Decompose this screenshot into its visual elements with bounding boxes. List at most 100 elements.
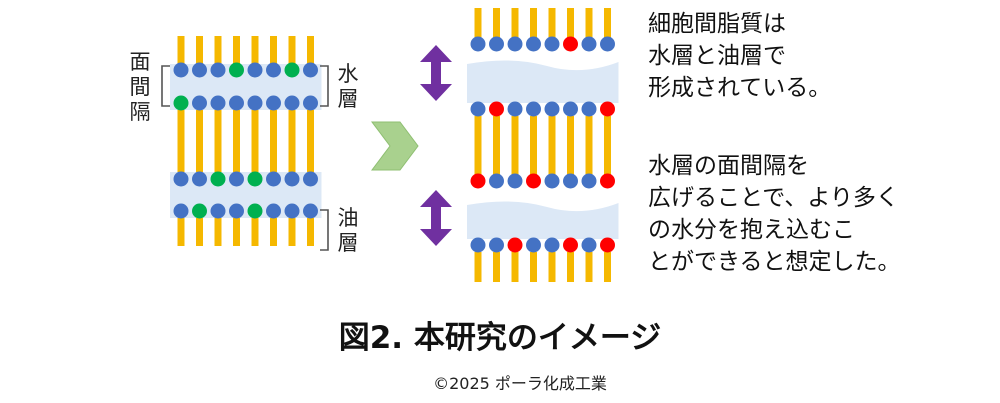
lipid-head-blue (581, 36, 597, 52)
lipid-head-red (470, 173, 486, 189)
lipid-tail (214, 218, 222, 246)
lipid-head-blue (470, 36, 486, 52)
lipid-head-blue (266, 203, 281, 219)
lipid-head-blue (303, 95, 318, 111)
lipid-tail (474, 116, 482, 175)
lipid-tail (177, 36, 185, 64)
lipid-tail (493, 8, 500, 38)
water-layer-bracket (320, 65, 329, 107)
lipid-head-red (600, 173, 615, 189)
lipid-head-green (192, 203, 207, 219)
lipid-head-blue (266, 171, 281, 187)
lipid-tail (567, 116, 574, 175)
lipid-head-blue (247, 95, 263, 111)
lipid-head-blue (210, 62, 226, 78)
oil-layer-label: 油 層 (337, 206, 359, 255)
lipid-head-green (284, 62, 300, 78)
lipid-tail (233, 110, 240, 172)
lipid-tail (548, 252, 556, 282)
after-structure (467, 8, 619, 282)
before-structure (170, 36, 322, 246)
lipid-tail (177, 110, 185, 172)
description-hypothesis: 水層の面間隔を 広げることで、より多く の水分を抱え込むこ とができると想定した… (648, 153, 901, 275)
lipid-head-blue (284, 95, 300, 111)
lipid-tail (270, 36, 277, 64)
lipid-tail (585, 116, 593, 175)
lipid-head-blue (470, 101, 486, 117)
lipid-head-blue (563, 101, 578, 117)
lipid-head-blue (563, 173, 578, 189)
lipid-tail (567, 8, 574, 38)
lipid-tail (474, 8, 482, 38)
lipid-tail (196, 36, 203, 64)
description-lipid-layers: 細胞間脂質は 水層と油層で 形成されている。 (648, 11, 832, 101)
lipid-head-blue (507, 36, 523, 52)
lipid-head-blue (303, 62, 318, 78)
lipid-tail (511, 8, 519, 38)
lipid-tail (307, 218, 314, 246)
lipid-tail (493, 252, 500, 282)
lipid-head-blue (303, 203, 318, 219)
lipid-head-blue (544, 173, 560, 189)
lipid-tail (530, 252, 537, 282)
lipid-head-blue (229, 203, 244, 219)
lipid-head-green (173, 95, 189, 111)
figure-caption: 図2. 本研究のイメージ (338, 320, 662, 356)
lipid-head-blue (229, 95, 244, 111)
lipid-tail (214, 110, 222, 172)
oil-layer-bracket (320, 209, 329, 251)
lipid-head-blue (247, 62, 263, 78)
lipid-head-green (210, 171, 226, 187)
lipid-head-blue (210, 95, 226, 111)
lipid-tail (196, 218, 203, 246)
lipid-head-blue (544, 36, 560, 52)
interplanar-label: 面 間 隔 (129, 50, 151, 124)
lipid-head-blue (581, 101, 597, 117)
lipid-tail (474, 252, 482, 282)
lipid-tail (604, 116, 611, 175)
lipid-tail (530, 8, 537, 38)
lipid-tail (604, 8, 611, 38)
lipid-head-blue (489, 173, 504, 189)
lipid-tail (270, 218, 277, 246)
lipid-head-blue (284, 171, 300, 187)
lipid-tail (511, 116, 519, 175)
lipid-head-blue (303, 171, 318, 187)
lipid-head-blue (210, 203, 226, 219)
lipid-head-blue (284, 203, 300, 219)
lipid-head-red (600, 101, 615, 117)
lipid-tail (511, 252, 519, 282)
lipid-head-blue (581, 173, 597, 189)
lipid-tail (307, 110, 314, 172)
lipid-tail (307, 36, 314, 64)
lipid-tail (567, 252, 574, 282)
copyright-text: ©2025 ポーラ化成工業 (433, 374, 607, 393)
lipid-head-blue (192, 95, 207, 111)
lipid-tail (177, 218, 185, 246)
lipid-tail (548, 8, 556, 38)
lipid-tail (288, 110, 296, 172)
lipid-tail (288, 218, 296, 246)
lipid-head-blue (266, 62, 281, 78)
lipid-tail (251, 218, 259, 246)
lipid-tail (270, 110, 277, 172)
lipid-tail (251, 36, 259, 64)
lipid-head-blue (266, 95, 281, 111)
lipid-head-blue (192, 171, 207, 187)
lipid-tail (604, 252, 611, 282)
lipid-tail (530, 116, 537, 175)
lipid-head-blue (470, 237, 486, 253)
lipid-head-blue (173, 62, 189, 78)
interplanar-bracket (161, 65, 170, 107)
lipid-tail (233, 36, 240, 64)
lipid-head-blue (581, 237, 597, 253)
lipid-tail (233, 218, 240, 246)
lipid-tail (585, 252, 593, 282)
water-layer (467, 201, 619, 239)
lipid-head-blue (507, 173, 523, 189)
lipid-head-red (563, 237, 578, 253)
lipid-tail (196, 110, 203, 172)
lipid-tail (548, 116, 556, 175)
lipid-head-red (563, 36, 578, 52)
